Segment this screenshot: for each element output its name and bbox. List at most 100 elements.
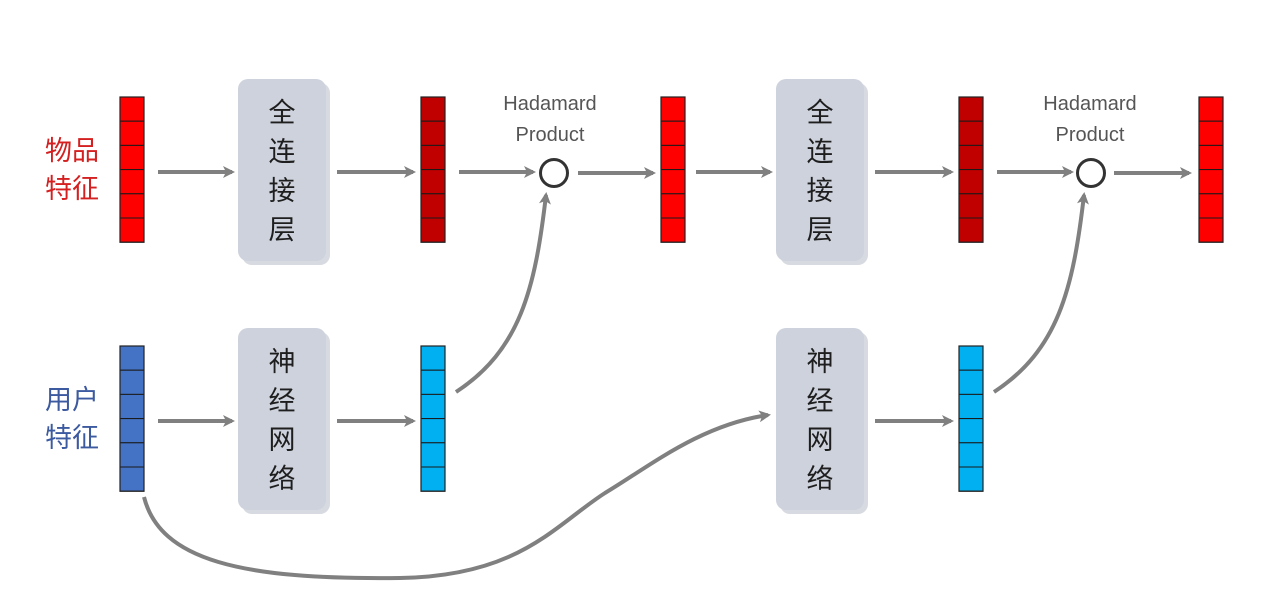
- fully-connected-layer-1: 全 连 接 层: [238, 79, 330, 265]
- user-hidden-vector-2-cell: [958, 369, 984, 395]
- user-hidden-vector-1-cell: [420, 369, 446, 395]
- user-hidden-vector-1-cell: [420, 393, 446, 420]
- output-vector-outline: [1198, 96, 1224, 243]
- item-hidden-vector-2-cell: [958, 120, 984, 146]
- item-hidden-vector-2: [958, 96, 984, 243]
- user-hidden-vector-1-cell: [420, 345, 446, 371]
- item-hidden-vector-1-outline: [420, 96, 446, 243]
- user-feature-vector-cell: [119, 393, 145, 420]
- item-hidden-vector-2-cell: [958, 169, 984, 195]
- user-hidden-vector-1-cell: [420, 418, 446, 444]
- item-feature-vector-cell: [119, 193, 145, 219]
- item-product-vector-1-cell: [660, 193, 686, 219]
- fc1-char-1: 全: [269, 98, 296, 129]
- fc2-char-4: 层: [807, 215, 834, 246]
- arrow-user-hidden2-to-hadamard2: [992, 192, 1089, 394]
- hadamard-label-1-line2: Product: [516, 124, 585, 146]
- nn1-char-1: 神: [269, 347, 296, 378]
- user-hidden-vector-2-cell: [958, 393, 984, 420]
- item-product-vector-1: [660, 96, 686, 243]
- user-hidden-vector-1-outline: [420, 345, 446, 492]
- output-vector-cell: [1198, 193, 1224, 219]
- item-feature-vector-cell: [119, 120, 145, 146]
- fc1-char-3: 接: [269, 176, 296, 207]
- nn1-char-4: 络: [269, 464, 296, 495]
- item-feature-vector: [119, 96, 145, 243]
- item-feature-label-line1: 物品: [45, 136, 99, 167]
- output-vector-cell: [1198, 217, 1224, 243]
- hadamard-label-1: Hadamard Product: [503, 93, 596, 146]
- user-hidden-vector-2: [958, 345, 984, 492]
- nn1-char-2: 经: [269, 386, 296, 417]
- nn2-char-1: 神: [807, 347, 834, 378]
- item-product-vector-1-outline: [660, 96, 686, 243]
- item-hidden-vector-1-cell: [420, 193, 446, 219]
- hadamard-label-1-line1: Hadamard: [503, 93, 596, 115]
- user-hidden-vector-2-outline: [958, 345, 984, 492]
- neural-network-2: 神 经 网 络: [776, 328, 868, 514]
- user-hidden-vector-1-cell: [420, 442, 446, 468]
- hadamard-operator-1: [539, 158, 569, 188]
- user-feature-vector-cell: [119, 442, 145, 468]
- item-feature-vector-cell: [119, 169, 145, 195]
- item-hidden-vector-1-cell: [420, 120, 446, 146]
- user-hidden-vector-2-cell: [958, 442, 984, 468]
- output-vector-cell: [1198, 169, 1224, 195]
- item-hidden-vector-1-cell: [420, 144, 446, 171]
- user-feature-vector: [119, 345, 145, 492]
- item-feature-vector-outline: [119, 96, 145, 243]
- item-feature-vector-cell: [119, 217, 145, 243]
- user-feature-label: 用户 特征: [45, 385, 99, 454]
- fc1-char-2: 连: [269, 137, 296, 168]
- item-feature-vector-cell: [119, 96, 145, 122]
- item-hidden-vector-1-cell: [420, 217, 446, 243]
- item-hidden-vector-2-cell: [958, 217, 984, 243]
- user-hidden-vector-1-cell: [420, 466, 446, 492]
- user-hidden-vector-2-cell: [958, 345, 984, 371]
- hadamard-label-2: Hadamard Product: [1043, 93, 1136, 146]
- output-vector-cell: [1198, 96, 1224, 122]
- nn2-char-2: 经: [807, 386, 834, 417]
- user-feature-vector-cell: [119, 345, 145, 371]
- arrow-user-skip-to-nn2: [142, 410, 771, 581]
- output-vector-cell: [1198, 120, 1224, 146]
- item-hidden-vector-1-cell: [420, 96, 446, 122]
- arrow-user-hidden1-to-hadamard1: [454, 192, 551, 394]
- hadamard-operator-2: [1076, 158, 1106, 188]
- hadamard-label-2-line2: Product: [1056, 124, 1125, 146]
- item-feature-label-line2: 特征: [45, 174, 99, 205]
- fc1-char-4: 层: [269, 215, 296, 246]
- item-hidden-vector-2-cell: [958, 193, 984, 219]
- nn2-char-4: 络: [807, 464, 834, 495]
- neural-network-1: 神 经 网 络: [238, 328, 330, 514]
- nn1-char-3: 网: [269, 425, 296, 456]
- item-product-vector-1-cell: [660, 169, 686, 195]
- user-feature-vector-cell: [119, 418, 145, 444]
- user-feature-label-line1: 用户: [45, 385, 99, 416]
- user-feature-vector-outline: [119, 345, 145, 492]
- fc2-char-2: 连: [807, 137, 834, 168]
- user-hidden-vector-2-cell: [958, 466, 984, 492]
- item-hidden-vector-1: [420, 96, 446, 243]
- item-product-vector-1-cell: [660, 120, 686, 146]
- item-product-vector-1-cell: [660, 217, 686, 243]
- fully-connected-layer-2: 全 连 接 层: [776, 79, 868, 265]
- item-feature-vector-cell: [119, 144, 145, 171]
- fc2-char-3: 接: [807, 176, 834, 207]
- user-hidden-vector-1: [420, 345, 446, 492]
- hadamard-label-2-line1: Hadamard: [1043, 93, 1136, 115]
- item-hidden-vector-2-cell: [958, 96, 984, 122]
- user-hidden-vector-2-cell: [958, 418, 984, 444]
- item-hidden-vector-2-cell: [958, 144, 984, 171]
- user-feature-vector-cell: [119, 466, 145, 492]
- item-product-vector-1-cell: [660, 96, 686, 122]
- user-feature-vector-cell: [119, 369, 145, 395]
- item-hidden-vector-2-outline: [958, 96, 984, 243]
- item-feature-label: 物品 特征: [45, 136, 99, 205]
- nn2-char-3: 网: [807, 425, 834, 456]
- user-feature-label-line2: 特征: [45, 423, 99, 454]
- output-vector: [1198, 96, 1224, 243]
- fc2-char-1: 全: [807, 98, 834, 129]
- item-hidden-vector-1-cell: [420, 169, 446, 195]
